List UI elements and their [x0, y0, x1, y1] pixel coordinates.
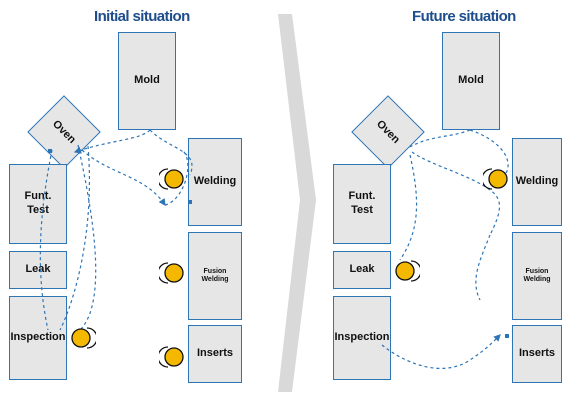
station-label: Leak: [349, 263, 375, 276]
worker-icon: [159, 168, 184, 190]
left-path-loop-a: [149, 129, 193, 176]
station-label: Inspection: [334, 331, 390, 344]
right-inspection-station: Inspection: [333, 296, 391, 380]
left-path-loop-b: [164, 149, 189, 206]
right-path-oven-to-leak: [399, 154, 418, 261]
left-welding-station: Welding: [188, 138, 242, 226]
left-fusion-welding-station: Fusion Welding: [188, 232, 242, 320]
station-label: Welding: [515, 175, 559, 188]
left-path-side: [59, 145, 91, 331]
station-label: Funt. Test: [348, 190, 376, 216]
left-node-marker: [188, 200, 192, 204]
station-label: Inserts: [196, 347, 234, 360]
right-inserts-station: Inserts: [512, 325, 562, 383]
right-fusion-welding-station: Fusion Welding: [512, 232, 562, 320]
right-path-mold-curve: [469, 129, 509, 176]
left-inserts-station: Inserts: [188, 325, 242, 383]
left-path-oven-to-inspection: [39, 149, 53, 331]
right-leak-station: Leak: [333, 251, 391, 289]
left-panel-title: Initial situation: [94, 8, 190, 25]
left-path-mold-to-oven: [73, 129, 151, 154]
right-node-marker: [505, 334, 509, 338]
right-path-inspection-to-inserts: [381, 334, 501, 369]
worker-icon: [71, 327, 96, 349]
station-label: Mold: [134, 74, 160, 87]
station-label: Fusion Welding: [523, 267, 551, 283]
worker-icon: [395, 260, 420, 282]
left-leak-station: Leak: [9, 251, 67, 289]
worker-icon: [483, 168, 508, 190]
right-path-mold-to-oven: [407, 129, 471, 149]
station-label: Fusion Welding: [201, 267, 229, 283]
worker-icon: [159, 346, 184, 368]
left-inspection-station: Inspection: [9, 296, 67, 380]
right-funt-test-station: Funt. Test: [333, 164, 391, 244]
right-path-welding-down: [475, 234, 491, 301]
station-label: Leak: [25, 263, 51, 276]
left-node-marker: [48, 149, 52, 153]
right-welding-station: Welding: [512, 138, 562, 226]
right-path-oven-to-welding: [411, 151, 500, 236]
station-label: Inspection: [10, 331, 66, 344]
station-label: Mold: [458, 74, 484, 87]
right-mold-station: Mold: [442, 32, 500, 130]
worker-icon: [159, 262, 184, 284]
station-label: Inserts: [518, 347, 556, 360]
left-mold-station: Mold: [118, 32, 176, 130]
station-label: Welding: [193, 175, 237, 188]
left-funt-test-station: Funt. Test: [9, 164, 67, 244]
right-panel-title: Future situation: [412, 8, 516, 25]
left-path-inspection-return: [77, 144, 97, 331]
